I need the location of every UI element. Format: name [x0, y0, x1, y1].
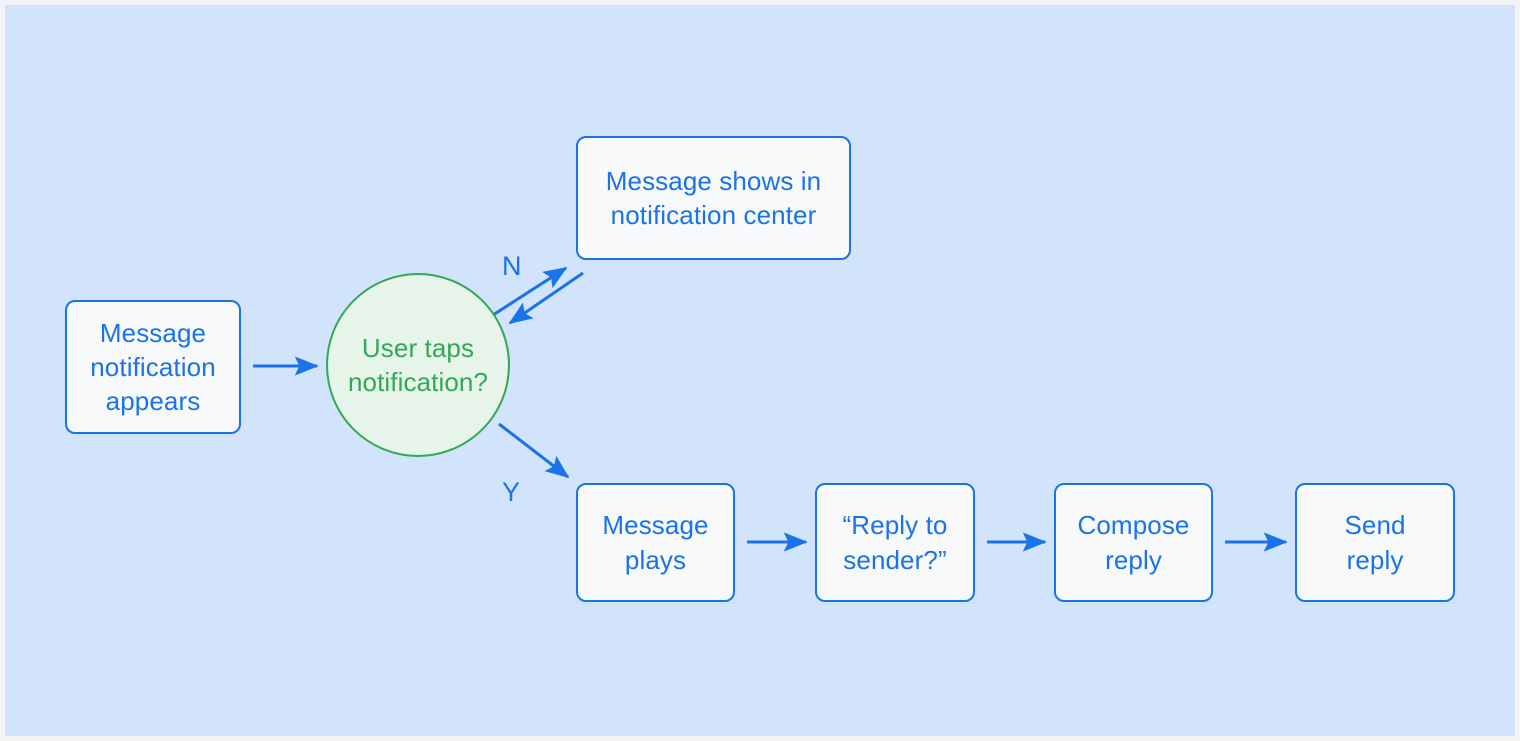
edge-decision-to-message-plays [498, 422, 570, 479]
edge-label-no: N [502, 251, 522, 281]
edge-label-yes: Y [502, 477, 521, 507]
node-reply-to-sender[interactable]: “Reply to sender?” [815, 483, 975, 602]
node-user-taps-notification[interactable]: User taps notification? [326, 273, 510, 457]
node-message-notification-appears[interactable]: Message notification appears [65, 300, 241, 434]
node-compose-reply[interactable]: Compose reply [1054, 483, 1213, 602]
node-message-plays[interactable]: Message plays [576, 483, 735, 602]
node-send-reply[interactable]: Send reply [1295, 483, 1455, 602]
node-message-shows-in-notification-center[interactable]: Message shows in notification center [576, 136, 851, 260]
